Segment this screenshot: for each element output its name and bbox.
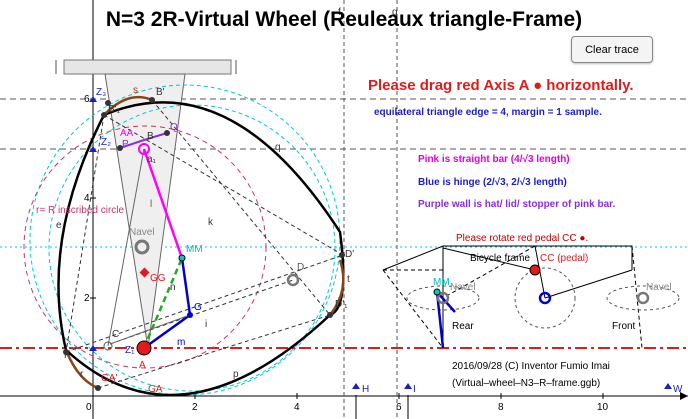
cc-pedal-point[interactable] (529, 264, 541, 276)
x-tick-10: 10 (597, 402, 609, 413)
label-mm: MM (186, 244, 203, 255)
label-k: k (208, 217, 214, 228)
label-z1: Z₁ (125, 345, 135, 356)
label-cc-pedal: CC (pedal) (540, 253, 588, 264)
brown-arc-right (329, 259, 345, 316)
label-navel-rear: Navel (450, 282, 476, 293)
geometry-labels: Z₃ B'₁ s B' AA Q Z₂ P B a₁ q f g l r= R … (36, 7, 683, 395)
label-q: q (275, 142, 281, 153)
frame-points (63, 97, 345, 391)
pink-bar-note: Pink is straight bar (4/√3 length) (418, 154, 570, 165)
label-i-line: i (205, 319, 207, 330)
x-tick-0: 0 (86, 402, 92, 413)
label-dp: D' (345, 249, 354, 260)
x-tick-4: 4 (294, 402, 300, 413)
green-dashed-line (142, 257, 184, 349)
label-z3: Z₃ (96, 87, 106, 98)
top-bar (63, 59, 232, 75)
label-c: C (112, 329, 119, 340)
label-gg: GG (150, 273, 166, 284)
label-d: D (297, 262, 304, 273)
label-f-point: F (64, 350, 70, 361)
label-b1: B'₁ (108, 104, 121, 115)
label-t: t (347, 274, 350, 285)
label-g-point: G (194, 302, 202, 313)
label-z2: Z₂ (101, 137, 111, 148)
clear-trace-button[interactable]: Clear trace (571, 36, 653, 63)
aa-point[interactable] (138, 143, 150, 155)
label-bicycle-frame: Bicycle frame (470, 253, 530, 264)
copyright-text: 2016/09/28 (C) Inventor Fumio Imai (452, 361, 610, 372)
bicycle-labels: Bicycle frame CC (pedal) MM Navel Navel … (433, 253, 672, 332)
label-r: r (80, 369, 84, 380)
y-tick-6: 6 (84, 94, 90, 105)
bicycle-frame-diagram (382, 245, 680, 349)
label-p-lower: p (233, 369, 239, 380)
label-d1: D'₁ (335, 299, 348, 310)
x-axis-arrow-icon (680, 392, 688, 400)
label-s: s (133, 85, 138, 96)
g-point (187, 312, 193, 318)
construction-lines (65, 99, 344, 389)
navel-point (134, 239, 150, 255)
label-front: Front (612, 321, 636, 332)
file-name-text: (Virtual–wheel–N3–R–frame.ggb) (452, 378, 601, 389)
x-tick-8: 8 (498, 402, 504, 413)
label-l: l (150, 199, 152, 210)
c-point (103, 341, 113, 351)
mm-point (178, 254, 186, 262)
label-mm-bicycle: MM (433, 277, 450, 288)
rotate-pedal-instruction: Please rotate red pedal CC ●. (456, 233, 589, 244)
label-navel: Navel (129, 227, 155, 238)
label-i: I (413, 384, 416, 395)
x-tick-2: 2 (192, 402, 198, 413)
label-navel-front: Navel (646, 282, 672, 293)
label-e: e (56, 220, 62, 231)
d-point (286, 273, 300, 287)
triangle-note: equilateral triangle edge = 4, margin = … (374, 107, 602, 118)
purple-stopper (119, 132, 168, 149)
label-bp: B' (156, 87, 165, 98)
label-inscribed-circle: r= R inscribed circle (36, 205, 125, 216)
gg-point (139, 267, 150, 278)
blue-hinge-note: Blue is hinge (2/√3, 2/√3 length) (418, 177, 567, 188)
label-ga: GA (148, 384, 163, 395)
grey-link-2 (107, 148, 145, 347)
axis-a-point[interactable] (136, 340, 152, 356)
grey-link (109, 314, 191, 345)
blue-hinge-lower[interactable] (143, 313, 191, 350)
page-title: N=3 2R-Virtual Wheel (Reuleaux triangle-… (105, 8, 583, 31)
inscribed-circle (23, 125, 267, 369)
brown-arc-bottom (64, 349, 99, 390)
label-h: H (362, 384, 369, 395)
label-w: W (673, 384, 683, 395)
label-rear: Rear (452, 321, 474, 332)
label-a1: a₁ (147, 154, 157, 165)
label-a: A (139, 360, 146, 371)
pink-bar[interactable] (142, 148, 184, 259)
label-p: P (122, 139, 129, 150)
label-m: m (177, 337, 185, 348)
label-b: B (147, 131, 154, 142)
axis-markers (89, 96, 672, 389)
brown-arc-top (103, 95, 153, 116)
blue-hinge-upper[interactable] (180, 257, 192, 316)
label-f: f (338, 7, 341, 18)
label-g: g (392, 7, 398, 18)
y-tick-2: 2 (84, 293, 90, 304)
purple-wall-note: Purple wall is hat/ lid/ stopper of pink… (418, 199, 616, 210)
y-tick-4: 4 (84, 193, 90, 204)
label-q-upper: Q (170, 122, 178, 133)
label-gap: GA' (101, 373, 117, 384)
reuleaux-frame (57, 101, 345, 397)
x-tick-6: 6 (396, 402, 402, 413)
drag-instruction: Please drag red Axis A ● horizontally. (368, 77, 634, 94)
label-n: n (170, 282, 176, 293)
label-aa: AA (120, 128, 134, 139)
